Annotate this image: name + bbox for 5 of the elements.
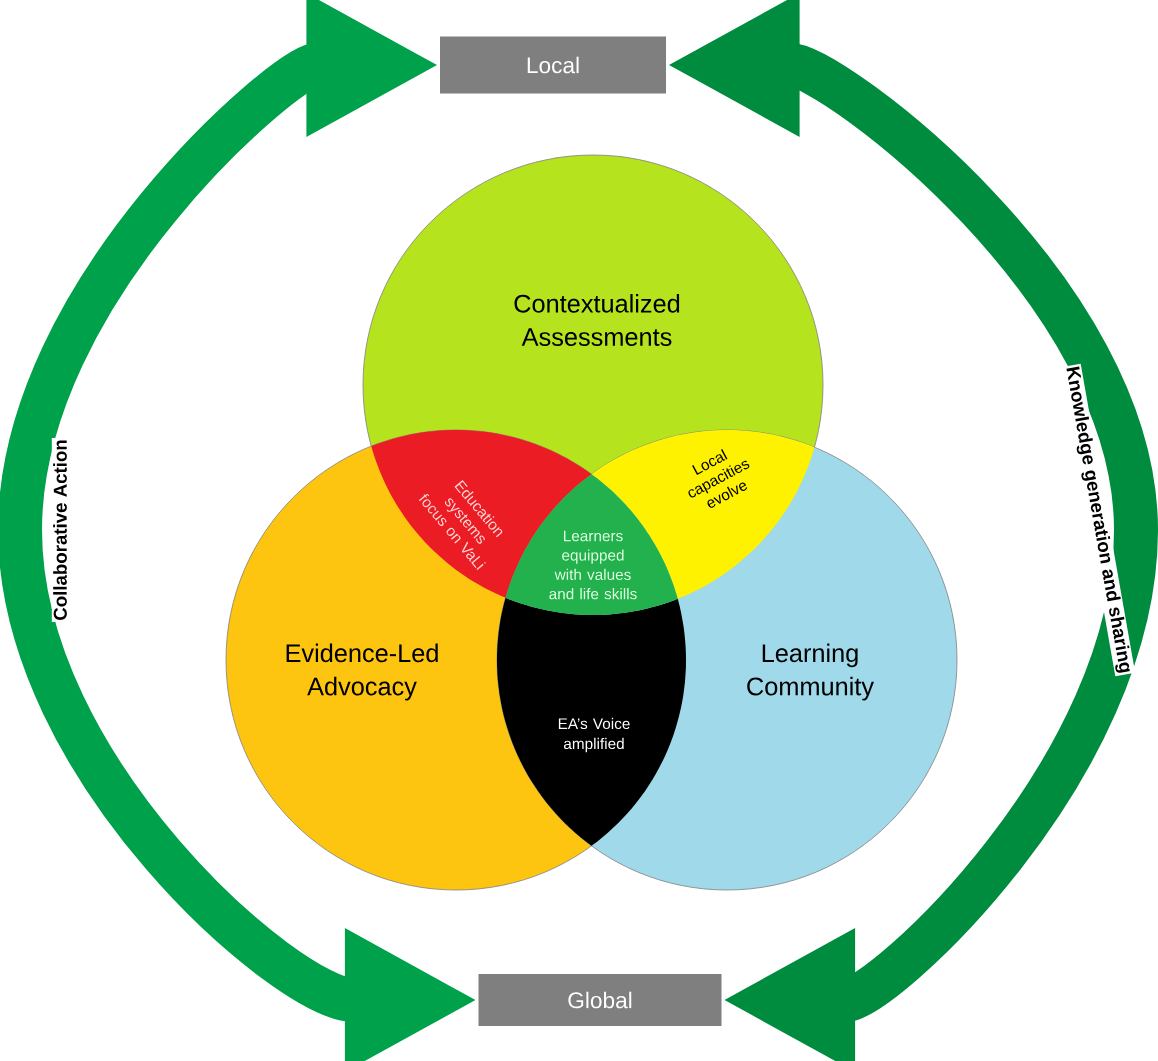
edge-label: Collaborative Action bbox=[51, 437, 69, 623]
scale-box: Local bbox=[440, 36, 666, 94]
overlap-region: Learners equipped with values and life skills bbox=[505, 474, 678, 615]
edge-label: Knowledge generation and sharing bbox=[1060, 363, 1136, 677]
scale-box: Global bbox=[478, 974, 722, 1026]
